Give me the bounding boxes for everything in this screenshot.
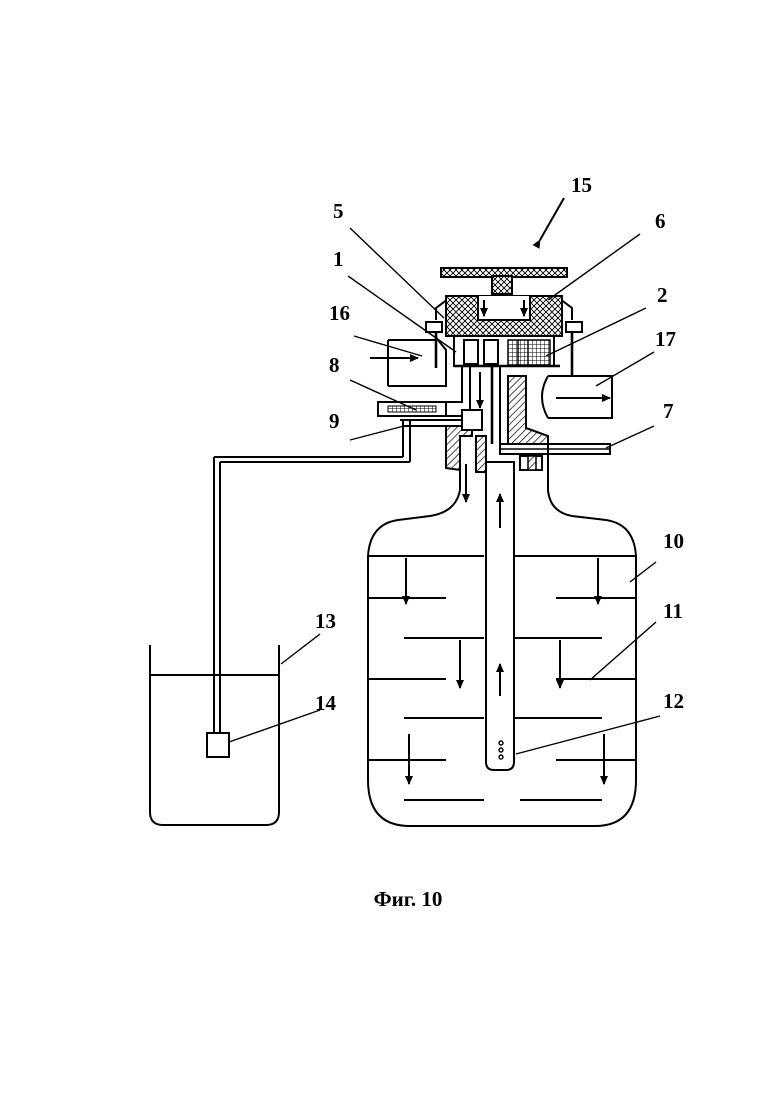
label-8: 8 [329,353,340,377]
label-7: 7 [663,399,674,423]
figure-caption: Фиг. 10 [374,887,443,911]
sensor-14 [207,420,410,757]
label-16: 16 [329,301,350,325]
label-1: 1 [333,247,344,271]
inner-tube-12 [486,462,514,770]
label-15: 15 [571,173,592,197]
label-12: 12 [663,689,684,713]
label-17: 17 [655,327,676,351]
label-6: 6 [655,209,666,233]
label-11: 11 [663,599,683,623]
label-9: 9 [329,409,340,433]
label-14: 14 [315,691,337,715]
label-10: 10 [663,529,684,553]
label-2: 2 [657,283,668,307]
label-13: 13 [315,609,336,633]
label-5: 5 [333,199,344,223]
leader-lines [229,198,660,754]
